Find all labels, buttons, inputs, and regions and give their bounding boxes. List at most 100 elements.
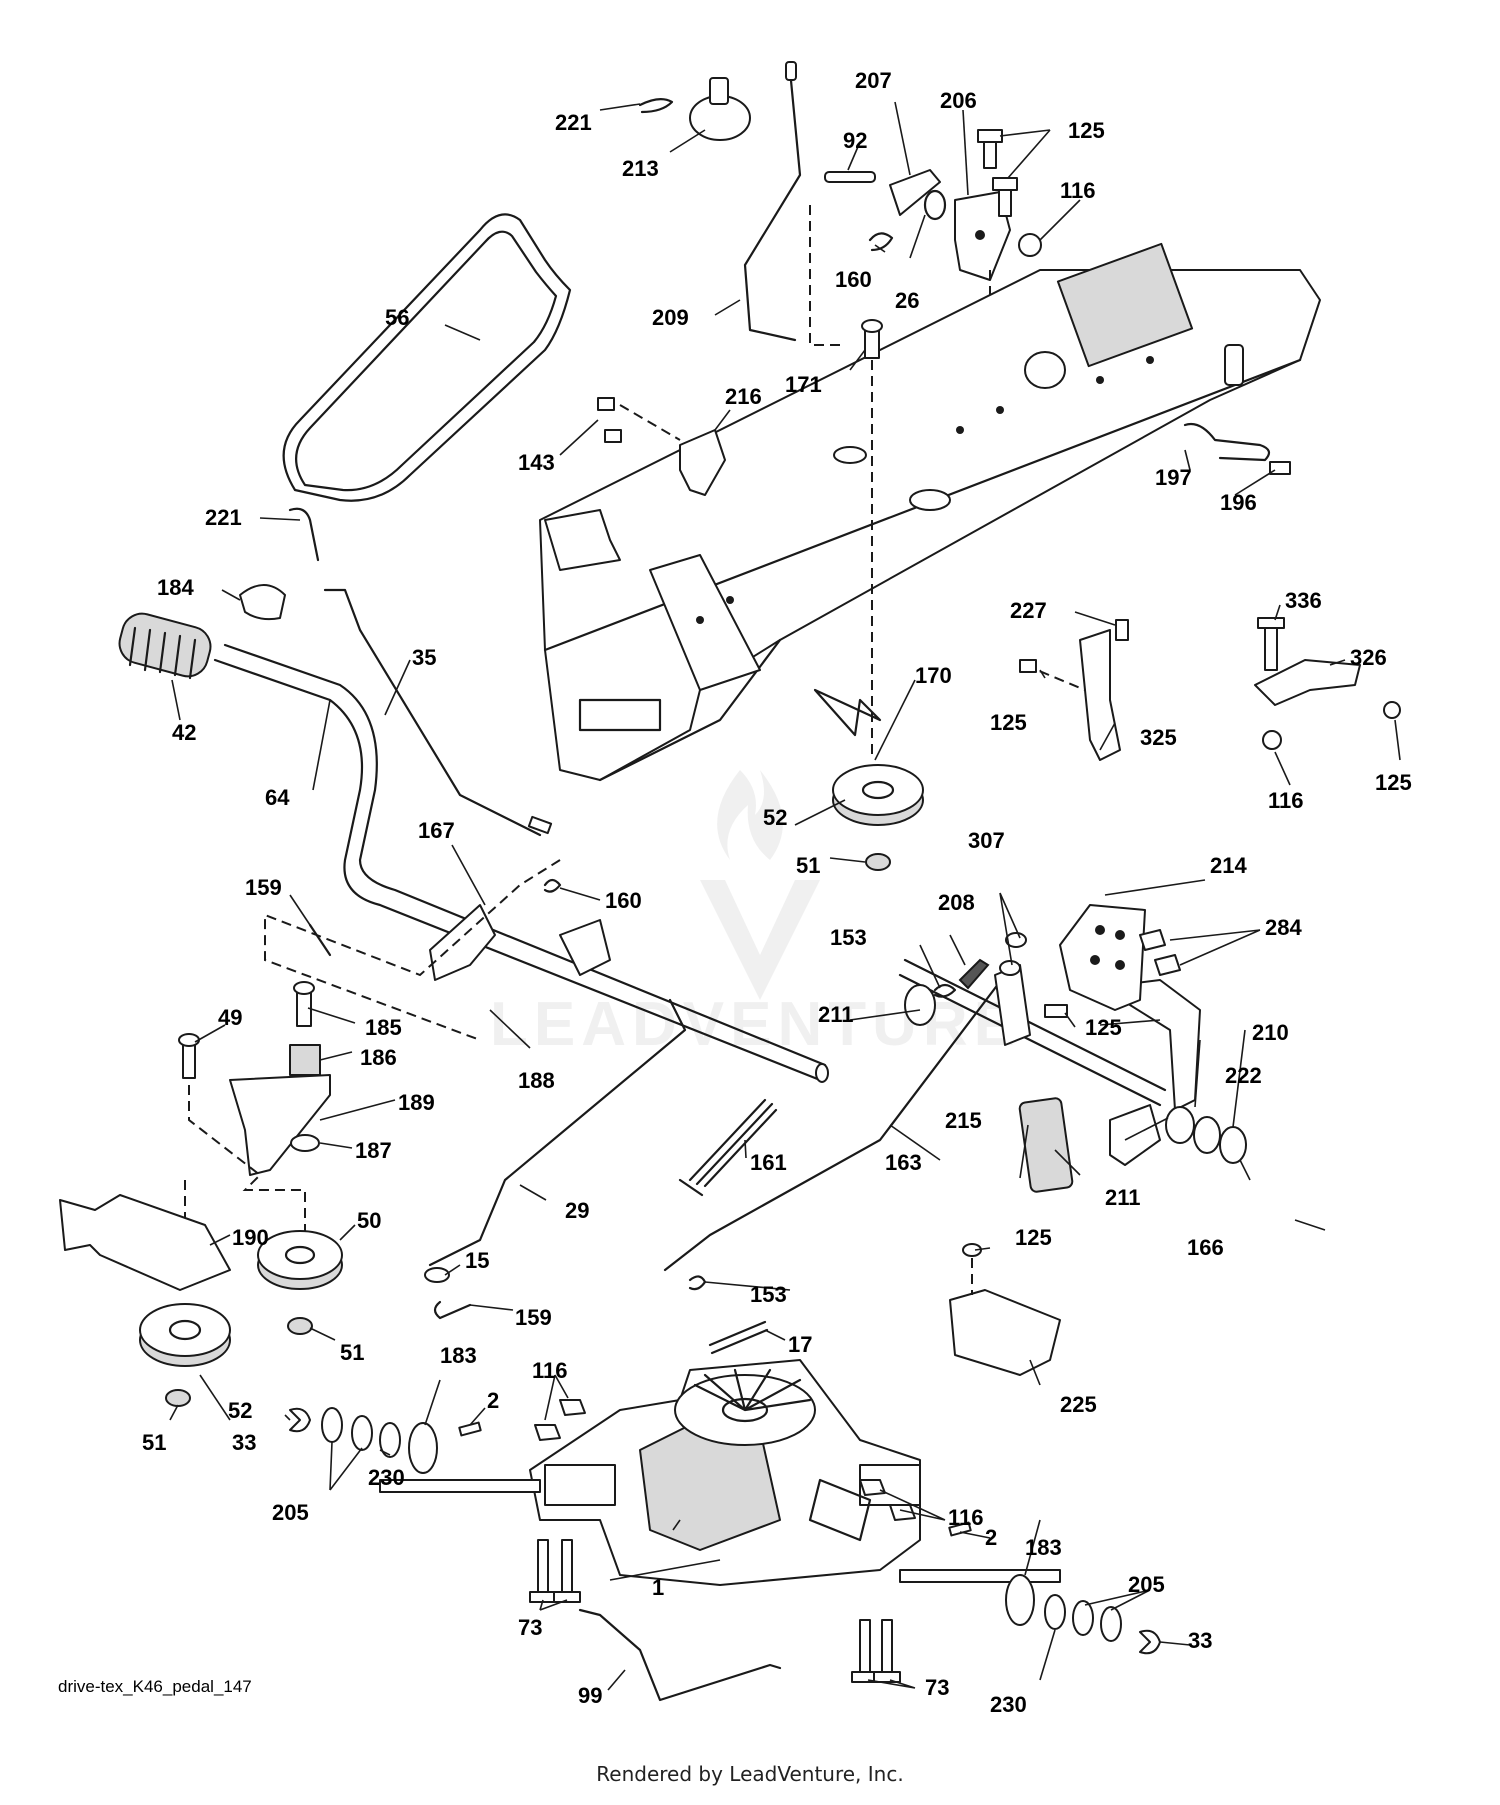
bushing-211b bbox=[1165, 1106, 1195, 1144]
pulley-50 bbox=[257, 1230, 343, 1290]
label-216: 216 bbox=[725, 384, 762, 409]
bolt-143a bbox=[597, 397, 615, 411]
washer-222 bbox=[1193, 1116, 1221, 1154]
pedal-pad-214 bbox=[1059, 904, 1146, 1011]
rod-tip bbox=[785, 61, 797, 81]
bolt-227 bbox=[1115, 619, 1129, 641]
label-116: 116 bbox=[1060, 178, 1096, 203]
dash-pedal bbox=[264, 859, 561, 1041]
washer-15 bbox=[424, 1267, 450, 1283]
label-159: 159 bbox=[245, 875, 282, 900]
bolt-307b bbox=[999, 960, 1021, 976]
label-221: 221 bbox=[555, 110, 592, 135]
pedal-shaft bbox=[213, 658, 822, 1082]
part-labels: 221 213 92 207 206 125 116 160 26 209 56… bbox=[142, 68, 1412, 1717]
clip-33a bbox=[289, 1407, 311, 1433]
label-35: 35 bbox=[412, 645, 436, 670]
label-29: 29 bbox=[565, 1198, 589, 1223]
label-185: 185 bbox=[365, 1015, 402, 1040]
label-196: 196 bbox=[1220, 490, 1257, 515]
watermark-text: LEADVENTURE bbox=[490, 990, 1021, 1059]
label-56: 56 bbox=[385, 305, 409, 330]
nut-51-low bbox=[165, 1389, 191, 1407]
label-73: 73 bbox=[518, 1615, 542, 1640]
nut-116c bbox=[859, 1479, 886, 1496]
transaxle bbox=[379, 1359, 1061, 1586]
bolt-73d bbox=[881, 1619, 893, 1676]
nut-116a bbox=[534, 1424, 561, 1441]
nut-51-top bbox=[865, 853, 891, 871]
bolt-49 bbox=[182, 1041, 196, 1079]
label-52: 52 bbox=[763, 805, 787, 830]
washer-205b bbox=[321, 1407, 343, 1443]
label-197: 197 bbox=[1155, 465, 1192, 490]
label-1: 1 bbox=[652, 1575, 664, 1600]
label-190: 190 bbox=[232, 1225, 269, 1250]
label-214: 214 bbox=[1210, 853, 1247, 878]
label-125: 125 bbox=[1068, 118, 1105, 143]
label-284: 284 bbox=[1265, 915, 1302, 940]
washer-205a bbox=[351, 1415, 373, 1451]
label-125b: 125 bbox=[990, 710, 1027, 735]
spring-208 bbox=[958, 958, 990, 990]
label-159b: 159 bbox=[515, 1305, 552, 1330]
label-17: 17 bbox=[788, 1332, 812, 1357]
label-326: 326 bbox=[1350, 645, 1387, 670]
bolt-125-shaft bbox=[1044, 1004, 1068, 1018]
label-221b: 221 bbox=[205, 505, 242, 530]
label-33b: 33 bbox=[1188, 1628, 1212, 1653]
washer-187 bbox=[290, 1134, 320, 1152]
label-51c: 51 bbox=[142, 1430, 166, 1455]
label-184: 184 bbox=[157, 575, 194, 600]
cable-35 bbox=[323, 588, 542, 837]
plate-189 bbox=[229, 1074, 331, 1176]
label-160: 160 bbox=[835, 267, 872, 292]
chassis-frame bbox=[539, 242, 1321, 782]
pin-153-low bbox=[688, 1275, 707, 1291]
label-166: 166 bbox=[1187, 1235, 1224, 1260]
label-183b: 183 bbox=[1025, 1535, 1062, 1560]
bracket-325 bbox=[1079, 629, 1121, 761]
label-64: 64 bbox=[265, 785, 290, 810]
label-26: 26 bbox=[895, 288, 919, 313]
label-51b: 51 bbox=[340, 1340, 364, 1365]
label-42: 42 bbox=[172, 720, 196, 745]
label-213: 213 bbox=[622, 156, 659, 181]
knob bbox=[689, 77, 751, 141]
arm-167 bbox=[429, 904, 496, 981]
label-307: 307 bbox=[968, 828, 1005, 853]
diagram-file-id: drive-tex_K46_pedal_147 bbox=[58, 1677, 252, 1696]
label-99: 99 bbox=[578, 1683, 602, 1708]
label-2b: 2 bbox=[985, 1525, 997, 1550]
nut-51-mid bbox=[287, 1317, 313, 1335]
clip-33b bbox=[1139, 1629, 1161, 1655]
label-92: 92 bbox=[843, 128, 867, 153]
label-125d: 125 bbox=[1085, 1015, 1122, 1040]
pin-153 bbox=[933, 983, 957, 998]
pin-159 bbox=[308, 923, 332, 957]
pulley-52-lower bbox=[139, 1303, 231, 1367]
rod-29 bbox=[428, 998, 687, 1267]
label-183: 183 bbox=[440, 1343, 477, 1368]
label-125e: 125 bbox=[1015, 1225, 1052, 1250]
label-207: 207 bbox=[855, 68, 892, 93]
clip-284 bbox=[1139, 929, 1181, 976]
label-215: 215 bbox=[945, 1108, 982, 1133]
label-73b: 73 bbox=[925, 1675, 949, 1700]
label-188: 188 bbox=[518, 1068, 555, 1093]
handle-grip bbox=[118, 612, 212, 680]
label-171: 171 bbox=[785, 372, 822, 397]
label-170: 170 bbox=[915, 663, 952, 688]
bolt-73a bbox=[537, 1539, 549, 1596]
pin-159-low bbox=[433, 1300, 472, 1320]
dash-lift bbox=[809, 205, 845, 346]
label-209: 209 bbox=[652, 305, 689, 330]
label-211b: 211 bbox=[1105, 1185, 1141, 1210]
label-161: 161 bbox=[750, 1150, 787, 1175]
spacer-183a bbox=[408, 1422, 438, 1474]
lift-rod bbox=[743, 68, 802, 342]
bolt-125-right bbox=[1383, 701, 1401, 719]
label-52b: 52 bbox=[228, 1398, 252, 1423]
bracket-225 bbox=[949, 1289, 1061, 1376]
render-credit: Rendered by LeadVenture, Inc. bbox=[596, 1762, 904, 1786]
